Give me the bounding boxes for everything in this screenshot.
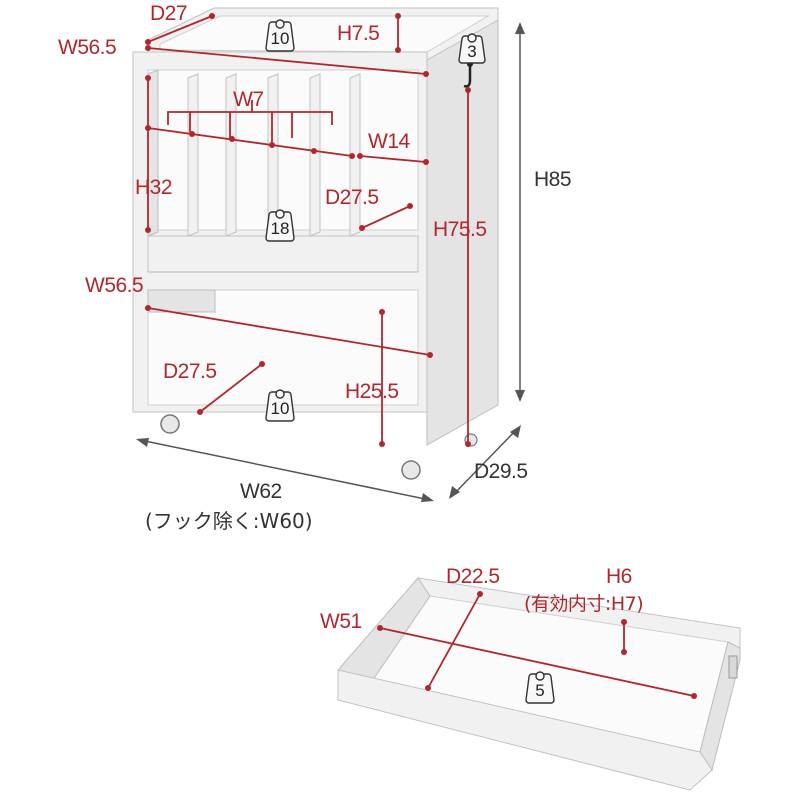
label-drawer-height-note: (有効内寸:H7) xyxy=(524,593,643,615)
weight-icon: 18 xyxy=(265,209,295,242)
label-drawer-depth: D22.5 xyxy=(446,565,500,588)
lower-shelf-back xyxy=(147,289,216,313)
label-slot-width: W14 xyxy=(368,130,411,153)
dimension-labels: D27 W56.5 H7.5 W7 W14 H32 D27.5 H75.5 H8… xyxy=(58,2,572,533)
drawer-front xyxy=(337,669,713,791)
weight-top-value: 10 xyxy=(271,29,290,48)
label-slot-height: H32 xyxy=(135,176,172,199)
weight-slots-value: 18 xyxy=(271,219,290,238)
dividers xyxy=(147,69,361,237)
label-slot-depth: D27.5 xyxy=(325,186,379,209)
label-total-depth: D29.5 xyxy=(474,460,528,483)
weight-icon: 3 xyxy=(458,33,486,64)
label-top-width: W56.5 xyxy=(58,36,116,59)
dimensions xyxy=(136,13,525,502)
weight-drawer-value: 5 xyxy=(535,681,544,700)
label-inner-height: H75.5 xyxy=(433,218,487,241)
drawer-runner xyxy=(728,655,738,679)
drawer-dimensions xyxy=(377,591,697,699)
weight-hook-value: 3 xyxy=(467,42,476,61)
cart xyxy=(132,7,499,480)
label-divider-width: W7 xyxy=(233,88,264,111)
weight-icon: 10 xyxy=(265,389,295,422)
label-drawer-height: H6 xyxy=(606,565,632,588)
label-total-width-note: (フック除く:W60) xyxy=(145,509,313,533)
label-shelf-depth: D27.5 xyxy=(163,360,217,383)
caster-icon xyxy=(160,414,478,480)
weight-icon: 10 xyxy=(265,19,295,52)
label-total-height: H85 xyxy=(534,168,571,191)
label-top-depth: D27 xyxy=(150,2,187,25)
weight-icon: 5 xyxy=(525,671,555,704)
label-top-height: H7.5 xyxy=(337,22,379,45)
weight-bottom-value: 10 xyxy=(271,399,290,418)
label-drawer-width: W51 xyxy=(320,610,362,633)
label-total-width: W62 xyxy=(240,480,282,503)
label-shelf-height: H25.5 xyxy=(345,380,399,403)
drawer-labels: D22.5 H6 (有効内寸:H7) W51 xyxy=(320,565,644,633)
label-shelf-width: W56.5 xyxy=(85,274,143,297)
